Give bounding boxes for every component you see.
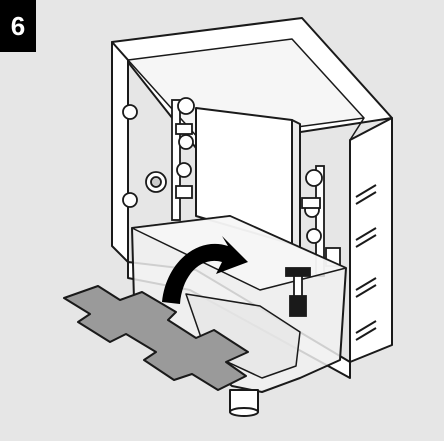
left-wall-valve-1	[122, 104, 138, 120]
left-valve-mid	[178, 134, 194, 150]
left-pipe-assembly	[122, 97, 195, 221]
housing-right-edge	[349, 117, 365, 141]
left-valve-low	[176, 162, 192, 178]
gasket-seal	[63, 285, 249, 391]
module-side	[291, 119, 301, 249]
left-valve-top	[177, 97, 195, 115]
left-wall-valve-2	[122, 192, 138, 208]
gasket-plate	[63, 285, 249, 391]
plug-body	[289, 295, 307, 317]
curved-rotation-arrow-icon	[162, 236, 248, 304]
drain-plug	[285, 267, 311, 317]
rotation-arrow-body	[162, 236, 248, 304]
step-number-badge: 6	[0, 0, 36, 52]
left-fitting-1	[175, 123, 193, 135]
right-fitting-1	[301, 197, 321, 209]
right-valve-top	[305, 169, 323, 187]
left-pipe-vertical	[171, 99, 181, 221]
plug-cap	[285, 267, 311, 277]
side-vent-slots	[355, 184, 377, 341]
right-valve-low	[306, 228, 322, 244]
left-fitting-2	[175, 185, 193, 199]
housing-left-side	[111, 41, 129, 263]
